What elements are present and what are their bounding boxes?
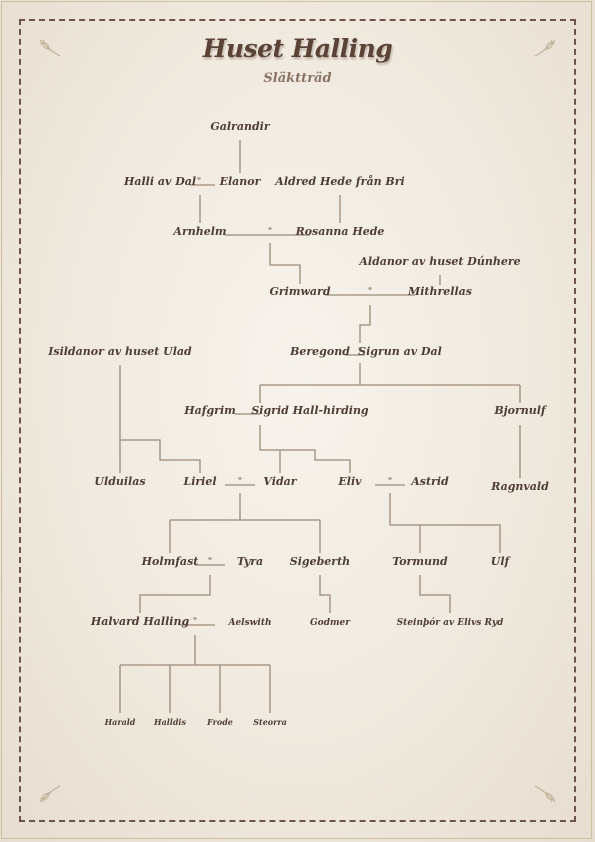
person-ulduilas: Ulduilas (94, 475, 145, 488)
person-galrandir: Galrandir (210, 120, 270, 133)
marriage-symbol: ⚭ (357, 345, 363, 353)
person-beregond: Beregond (289, 345, 350, 358)
person-tormund: Tormund (392, 555, 448, 568)
person-elanor: Elanor (219, 175, 262, 188)
marriage-symbol: ⚭ (196, 175, 202, 183)
person-sigrid: Sigrid Hall-hirding (251, 404, 369, 417)
person-frode: Frode (206, 717, 233, 727)
person-isildanor: Isildanor av huset Ulad (47, 345, 192, 358)
person-grimward: Grimward (269, 285, 330, 298)
person-names: Galrandir Halli av Dal Elanor Aldred Hed… (47, 120, 549, 727)
person-aelswith: Aelswith (227, 618, 271, 628)
person-ulf: Ulf (491, 555, 512, 568)
person-vidar: Vidar (263, 475, 297, 488)
person-hafgrim: Hafgrim (183, 404, 236, 417)
dashed-frame (19, 19, 576, 822)
person-sigrun: Sigrun av Dal (358, 345, 442, 358)
person-mithrellas: Mithrellas (407, 285, 472, 298)
marriage-symbol: ⚭ (267, 225, 273, 233)
person-holmfast: Holmfast (141, 555, 199, 568)
marriage-symbol: ⚭ (387, 475, 393, 483)
marriage-symbol: ⚭ (237, 475, 243, 483)
marriage-symbol: ⚭ (192, 615, 198, 623)
person-halli: Halli av Dal (123, 175, 196, 188)
page-title: Huset Halling (202, 34, 393, 63)
connector-lines (119, 140, 521, 713)
person-aldred: Aldred Hede från Bri (274, 175, 404, 188)
person-sigeberth: Sigeberth (290, 555, 350, 568)
person-rosanna: Rosanna Hede (295, 225, 385, 238)
corner-ornament-icon (39, 39, 556, 803)
marriage-symbols: ⚭ ⚭ ⚭ ⚭ ⚭ ⚭ ⚭ ⚭ (192, 175, 393, 623)
person-arnhelm: Arnhelm (172, 225, 226, 238)
person-liriel: Liriel (182, 475, 216, 488)
person-astrid: Astrid (410, 475, 449, 488)
person-aldanor: Aldanor av huset Dúnhere (358, 255, 520, 268)
person-godmer: Godmer (310, 618, 351, 628)
person-halldis: Halldis (153, 717, 186, 727)
person-halvard: Halvard Halling (90, 615, 190, 628)
marriage-symbol: ⚭ (367, 285, 373, 293)
person-eliv: Eliv (337, 475, 362, 488)
page-subtitle: Släktträd (263, 71, 332, 86)
marriage-symbol: ⚭ (207, 555, 213, 563)
person-harald: Harald (104, 717, 136, 727)
person-steorra: Steorra (253, 717, 287, 727)
person-ragnvald: Ragnvald (490, 480, 549, 493)
person-tyra: Tyra (237, 555, 263, 568)
person-bjornulf: Bjornulf (493, 404, 548, 417)
person-steinthor: Steinþór av Elivs Ryd (397, 617, 504, 628)
